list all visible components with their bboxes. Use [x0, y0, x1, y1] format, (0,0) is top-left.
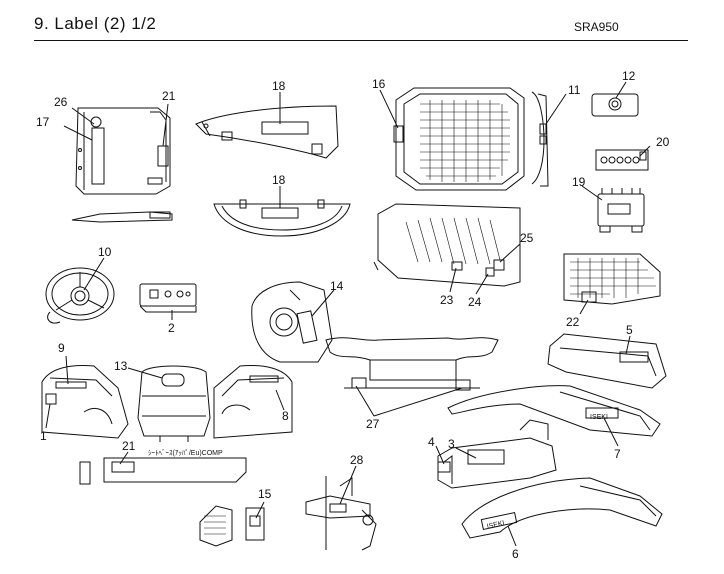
bracket-12-drawing: [591, 93, 639, 117]
label-7: [585, 407, 619, 419]
label-22: [581, 291, 597, 303]
steering-wheel-drawing: [45, 267, 115, 324]
label-23: [451, 261, 463, 271]
label-18b: [261, 207, 299, 219]
center-cowl-drawing: [137, 365, 211, 442]
long-arm-lower-drawing: [461, 477, 663, 539]
callout-9: 9: [58, 341, 65, 355]
callout-7: 7: [614, 447, 621, 461]
side-panel-drawing: [71, 107, 173, 223]
label-5: [619, 351, 649, 363]
label-16: [393, 125, 404, 143]
page-title: 9. Label (2) 1/2: [34, 14, 157, 33]
label-15: [249, 515, 261, 527]
bracket-3-4-drawing: [437, 419, 557, 489]
connector-20-drawing: [595, 149, 649, 171]
header-divider: [34, 40, 688, 41]
callout-20: 20: [656, 135, 670, 149]
label-17: [91, 127, 105, 185]
callout-15: 15: [258, 487, 272, 501]
callout-numbers: 26 21 17 18 18 16 11 12 20 19 10 2 25 23…: [36, 69, 670, 561]
perforated-guard-drawing: [373, 203, 521, 287]
seat-frame-drawing: [325, 337, 499, 391]
label-8: [249, 375, 279, 383]
label-25: [493, 259, 505, 271]
label-2: [149, 289, 159, 299]
callout-26: 26: [54, 95, 68, 109]
callout-5: 5: [626, 323, 633, 337]
callout-27: 27: [366, 417, 380, 431]
lower-cover-drawing: [213, 199, 351, 237]
callout-6: 6: [512, 547, 519, 561]
callout-2: 2: [168, 321, 175, 335]
callout-21-lower: 21: [122, 439, 136, 453]
model-number: SRA950: [574, 20, 619, 34]
control-box-19-drawing: [597, 188, 645, 233]
logo-on-arm-6: ISEKI: [486, 520, 505, 531]
upper-cover-drawing: [195, 105, 339, 159]
label-3: [467, 449, 505, 465]
callout-21: 21: [162, 89, 176, 103]
label-11: [539, 123, 547, 135]
label-14: [296, 310, 318, 344]
part-name-label: ｼｰﾄﾍﾞｰｽ(ｱｯﾊﾟ/Eu)COMP: [148, 449, 223, 457]
filter-box-15-drawing: [199, 505, 265, 547]
right-side-cover-5-drawing: [547, 333, 667, 389]
label-10: [74, 290, 86, 302]
callout-14: 14: [330, 279, 344, 293]
lever-assembly-28-drawing: [305, 476, 377, 551]
callout-25: 25: [520, 231, 534, 245]
callout-17: 17: [36, 115, 50, 129]
label-12: [608, 97, 622, 111]
logo-on-arm-7: ISEKI: [590, 414, 608, 421]
label-19: [607, 203, 631, 215]
label-21b: [111, 461, 135, 473]
callout-11: 11: [568, 83, 581, 97]
callout-18-upper: 18: [272, 79, 286, 93]
callout-22: 22: [566, 315, 580, 329]
callout-16: 16: [372, 77, 386, 91]
callout-4: 4: [428, 435, 435, 449]
right-fender-drawing: [213, 365, 293, 439]
top-cover-drawing: [393, 87, 525, 191]
side-rail-drawing: [531, 91, 549, 187]
vented-cover-drawing: [563, 253, 661, 305]
callout-8: 8: [282, 409, 289, 423]
long-arm-upper-drawing: [447, 385, 661, 437]
seat-base-label-drawing: [79, 457, 247, 485]
callout-3: 3: [448, 437, 455, 451]
round-housing-drawing: [251, 281, 333, 363]
label-6: [480, 511, 518, 531]
callout-23: 23: [440, 293, 454, 307]
label-13: [161, 373, 185, 387]
switch-panel-drawing: [139, 283, 197, 313]
callout-19: 19: [572, 175, 586, 189]
callout-1: 1: [40, 429, 47, 443]
label-27b: [455, 379, 471, 391]
label-9: [55, 381, 87, 389]
callout-12: 12: [622, 69, 636, 83]
label-1: [45, 393, 57, 405]
label-24: [485, 267, 495, 277]
callout-28: 28: [350, 453, 364, 467]
label-4: [437, 461, 451, 473]
label-27a: [351, 377, 367, 389]
callout-18-lower: 18: [272, 173, 286, 187]
callout-10: 10: [98, 245, 112, 259]
left-fender-drawing: [41, 365, 129, 439]
label-28: [329, 503, 347, 513]
callout-24: 24: [468, 295, 482, 309]
callout-13: 13: [114, 359, 128, 373]
label-18a: [261, 121, 309, 135]
label-26: [90, 116, 102, 128]
